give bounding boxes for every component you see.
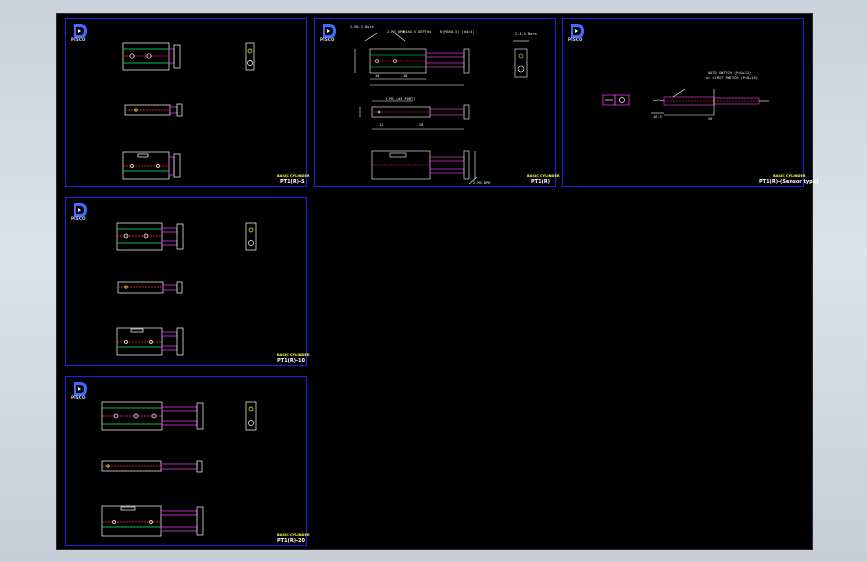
cylinder-drawing-set-5 xyxy=(101,401,257,537)
title-block-code: PT1(R)-(Sensor type) xyxy=(759,179,819,185)
cylinder-bottom-view xyxy=(101,505,204,537)
title-block-code: PT1(R)-S xyxy=(280,179,305,185)
drawing-canvas[interactable]: PISCO xyxy=(56,13,818,550)
cylinder-top-view xyxy=(101,401,204,431)
cylinder-top-view xyxy=(116,222,184,251)
sensor-side-view xyxy=(651,88,769,116)
sensor-type-drawing xyxy=(602,88,769,116)
drawing-sheet-4[interactable]: PISCO xyxy=(65,197,310,366)
sensor-end-view xyxy=(602,94,630,106)
dim-label-1: 2-M4.2 Bore xyxy=(350,25,374,29)
title-block-name: BASIC CYLINDER xyxy=(773,174,806,178)
logo-text: PISCO xyxy=(71,216,86,221)
logo-text: PISCO xyxy=(320,37,335,42)
pisco-logo-icon xyxy=(571,24,584,38)
cylinder-side-view xyxy=(124,103,183,117)
dim-label-2: M4X0.5 DEPTH4 xyxy=(403,30,432,34)
logo-text: PISCO xyxy=(71,37,86,42)
cylinder-drawing-set-4 xyxy=(116,222,257,356)
dim-label-8: 10 xyxy=(375,74,380,78)
dim-label-5: 2-4.5 Bore xyxy=(515,32,537,36)
dim-label-7: 2-M3 DPH xyxy=(473,181,491,185)
title-block-code: PT1(R)-20 xyxy=(277,538,306,544)
cylinder-drawing-set-1 xyxy=(122,42,255,180)
end-view-with-dimensions xyxy=(513,40,529,78)
dim-label-4: R(M3X0.5) (d4=4) xyxy=(440,30,475,34)
logo-text: PISCO xyxy=(71,395,86,400)
sensor-dim-2: 26 xyxy=(708,117,713,121)
sensor-note-1: AUTO SWITCH (P=D+12) xyxy=(708,71,752,75)
title-block-name: BASIC CYLINDER xyxy=(277,353,310,357)
bottom-view-with-dimensions xyxy=(371,150,478,185)
dim-label-6: 1-M3 (d3 PORT) xyxy=(385,97,416,101)
cylinder-top-view xyxy=(122,42,181,71)
pisco-logo-icon xyxy=(74,382,87,396)
sensor-note-2: or LIMIT SWITCH (P=D+15) xyxy=(706,76,758,80)
cylinder-end-view xyxy=(245,42,255,71)
drawing-sheet-1[interactable]: PISCO xyxy=(65,18,310,187)
cylinder-side-view xyxy=(101,460,203,473)
logo-text: PISCO xyxy=(568,37,583,42)
sensor-dim-1: 16.5 xyxy=(653,115,662,119)
cylinder-bottom-view xyxy=(116,327,184,356)
title-block-code: PT1(R) xyxy=(531,179,550,185)
top-view-with-dimensions xyxy=(354,32,470,86)
dim-label-10: 28 xyxy=(419,123,424,127)
pisco-logo-icon xyxy=(74,203,87,217)
pisco-logo-icon xyxy=(323,24,336,38)
title-block-name: BASIC CYLINDER xyxy=(277,174,310,178)
dim-label-9: 18 xyxy=(403,74,408,78)
cylinder-end-view xyxy=(245,401,257,431)
drawing-sheet-5[interactable]: PISCO xyxy=(65,376,310,546)
cylinder-bottom-view xyxy=(122,151,181,180)
dim-label-3: 2-M3 DPH xyxy=(387,30,405,34)
title-block-code: PT1(R)-10 xyxy=(277,358,306,364)
drawing-sheet-2[interactable]: PISCO xyxy=(314,18,560,187)
cylinder-dimensioned-drawing xyxy=(354,32,529,185)
drawing-sheet-3[interactable]: PISCO AUTO SWITCH (P=D+12) xyxy=(562,18,818,187)
title-block-name: BASIC CYLINDER xyxy=(277,533,310,537)
cylinder-end-view xyxy=(245,222,257,251)
pisco-logo-icon xyxy=(74,24,87,38)
cylinder-side-view xyxy=(117,281,183,294)
side-view-with-dimensions xyxy=(359,100,470,130)
dim-label-11: 12 xyxy=(379,123,384,127)
title-block-name: BASIC CYLINDER xyxy=(527,174,560,178)
